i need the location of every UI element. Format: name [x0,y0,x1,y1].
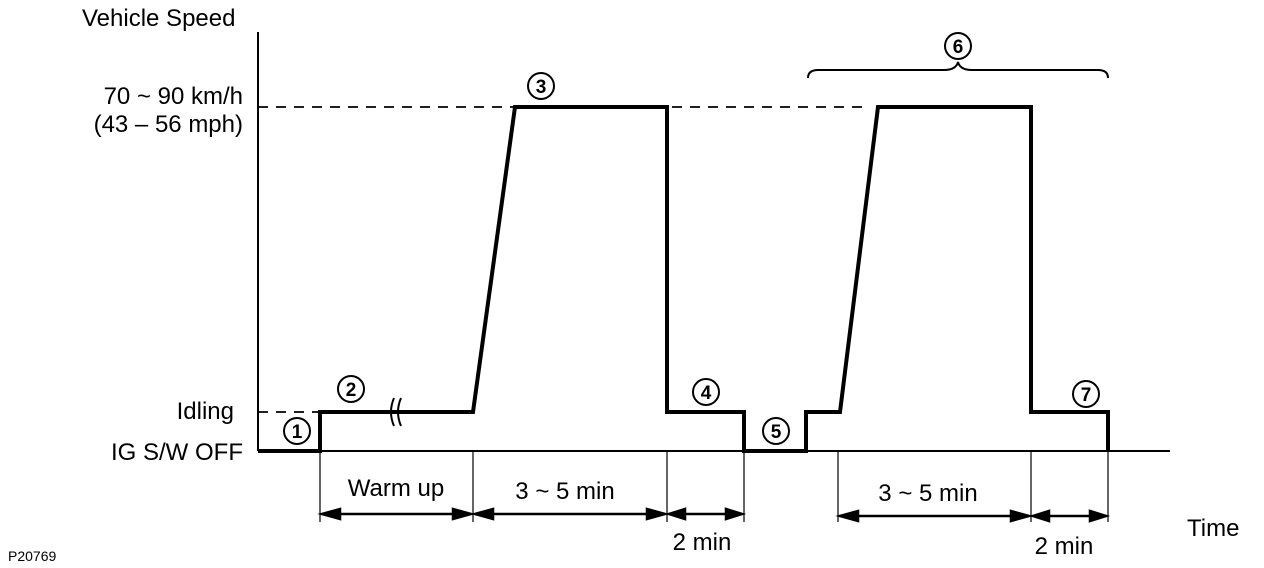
svg-text:1: 1 [292,422,303,443]
ig-off-label: IG S/W OFF [111,439,243,466]
idle-2-duration-label: 2 min [1035,533,1094,560]
step-marker-2: 2 [337,375,365,403]
svg-text:3: 3 [536,77,547,98]
svg-text:7: 7 [1081,385,1092,406]
step-marker-7: 7 [1072,380,1100,408]
svg-text:4: 4 [701,383,712,404]
speed-level-label-mph: (43 – 56 mph) [94,111,243,138]
drive-1-duration-label: 3 ~ 5 min [515,478,614,505]
svg-text:2: 2 [346,380,357,401]
step-marker-1: 1 [283,417,311,445]
svg-text:6: 6 [953,37,964,58]
duration-arrows [317,507,1111,523]
step-marker-3: 3 [527,72,555,100]
step-marker-6: 6 [944,32,972,60]
figure-code: P20769 [8,548,56,564]
step-marker-4: 4 [692,378,720,406]
step-marker-5: 5 [762,417,790,445]
step-6-brace [807,61,1109,79]
warm-up-label: Warm up [348,475,444,502]
speed-level-label: 70 ~ 90 km/h [104,83,243,110]
idle-1-duration-label: 2 min [673,529,732,556]
idling-label: Idling [177,398,234,425]
x-axis-label: Time [1187,515,1239,542]
svg-text:5: 5 [771,422,782,443]
y-axis-label: Vehicle Speed [82,5,235,32]
drive-2-duration-label: 3 ~ 5 min [878,480,977,507]
break-mark [390,397,402,427]
speed-profile-line [258,105,1110,453]
